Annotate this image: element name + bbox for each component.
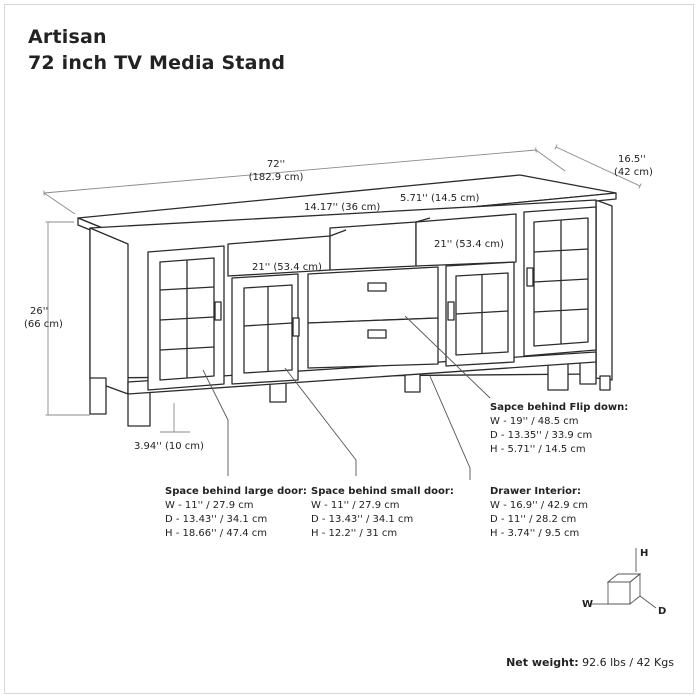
- spec-flip-down: Sapce behind Flip down: W - 19'' / 48.5 …: [490, 402, 628, 455]
- front-leg-inner: [127, 391, 151, 427]
- height-in: 26'': [30, 306, 48, 317]
- spec-small-door-heading: Space behind small door:: [311, 486, 454, 497]
- back-leg-far: [599, 375, 611, 391]
- width-in: 72'': [267, 159, 285, 170]
- spec-drawer-heading: Drawer Interior:: [490, 486, 581, 497]
- flip-down-compartment: [329, 221, 417, 271]
- small-door-right-handle: [447, 301, 455, 321]
- product-subtitle: 72 inch TV Media Stand: [28, 52, 286, 74]
- spec-small-door-h: H - 12.2'' / 31 cm: [311, 528, 397, 539]
- net-weight-value: 92.6 lbs / 42 Kgs: [582, 656, 674, 669]
- spec-large-door: Space behind large door: W - 11'' / 27.9…: [165, 486, 307, 539]
- media-stand: [77, 174, 617, 427]
- shelf-left-width: 21'' (53.4 cm): [252, 262, 322, 273]
- axis-d-label: D: [658, 606, 666, 617]
- spec-large-door-d: D - 13.43'' / 34.1 cm: [165, 514, 267, 525]
- leader-drawer: [429, 375, 471, 480]
- leader-lines: [202, 315, 491, 480]
- net-weight: Net weight: 92.6 lbs / 42 Kgs: [506, 656, 674, 669]
- orientation-cube: [592, 548, 657, 609]
- leader-flip-down: [404, 315, 491, 399]
- depth-cm: (42 cm): [614, 167, 653, 178]
- spec-flip-down-w: W - 19'' / 48.5 cm: [490, 416, 579, 427]
- open-shelf-width: 14.17'' (36 cm): [304, 202, 380, 213]
- flip-down-height: 5.71'' (14.5 cm): [400, 193, 480, 204]
- depth-in: 16.5'': [618, 154, 646, 165]
- axis-h-label: H: [640, 548, 648, 559]
- clearance-label: 3.94'' (10 cm): [134, 441, 204, 452]
- shelf-right-width: 21'' (53.4 cm): [434, 239, 504, 250]
- axis-w-label: W: [582, 599, 593, 610]
- diagram-frame: [4, 4, 694, 694]
- spec-small-door-d: D - 13.43'' / 34.1 cm: [311, 514, 413, 525]
- spec-drawer-w: W - 16.9'' / 42.9 cm: [490, 500, 588, 511]
- open-shelf-right: [415, 213, 517, 267]
- height-cm: (66 cm): [24, 319, 63, 330]
- depth-dim-line: [554, 144, 642, 189]
- d-axis: [639, 595, 657, 609]
- leader-large-door: [202, 369, 229, 476]
- spec-drawer-d: D - 11'' / 28.2 cm: [490, 514, 576, 525]
- spec-large-door-heading: Space behind large door:: [165, 486, 307, 497]
- width-cm: (182.9 cm): [249, 172, 304, 183]
- drawer-bottom-pull: [367, 329, 387, 339]
- spec-flip-down-h: H - 5.71'' / 14.5 cm: [490, 444, 586, 455]
- spec-drawer: Drawer Interior: W - 16.9'' / 42.9 cm D …: [490, 486, 588, 539]
- front-leg-right2: [579, 359, 597, 385]
- large-door-right-handle: [526, 267, 534, 287]
- spec-flip-down-d: D - 13.35'' / 33.9 cm: [490, 430, 592, 441]
- spec-large-door-h: H - 18.66'' / 47.4 cm: [165, 528, 267, 539]
- spec-large-door-w: W - 11'' / 27.9 cm: [165, 500, 254, 511]
- leader-small-door: [284, 367, 357, 476]
- drawer-top-pull: [367, 282, 387, 292]
- spec-small-door-w: W - 11'' / 27.9 cm: [311, 500, 400, 511]
- spec-flip-down-heading: Sapce behind Flip down:: [490, 402, 628, 413]
- drawer-bottom: [307, 317, 439, 369]
- right-side-panel: [595, 199, 613, 381]
- width-dim-line: [43, 147, 537, 196]
- net-weight-label: Net weight:: [506, 656, 579, 669]
- spec-drawer-h: H - 3.74'' / 9.5 cm: [490, 528, 579, 539]
- large-door-left-handle: [214, 301, 222, 321]
- drawer-top: [307, 266, 439, 324]
- left-side-face: [89, 227, 129, 395]
- spec-small-door: Space behind small door: W - 11'' / 27.9…: [311, 486, 454, 539]
- front-leg-left: [89, 377, 107, 415]
- small-door-left-handle: [292, 317, 300, 337]
- product-title: Artisan: [28, 26, 107, 48]
